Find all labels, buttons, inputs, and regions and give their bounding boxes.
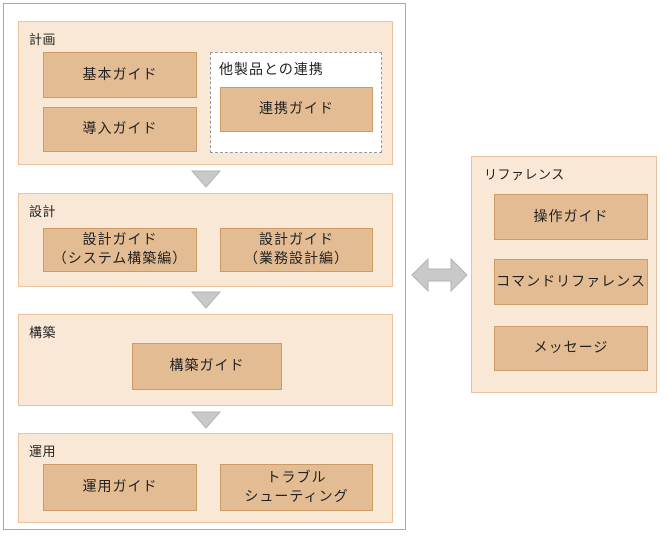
doc-box-operation-guide: 運用ガイド [43,464,197,511]
doc-box-design-guide-system: 設計ガイド （システム構築編） [43,228,197,272]
section-planning-label: 計画 [29,33,57,48]
doc-box-command-reference: コマンドリファレンス [494,259,648,305]
doc-box-design-guide-business: 設計ガイド （業務設計編） [220,228,373,272]
subgroup-label: 他製品との連携 [219,62,324,78]
doc-box-messages: メッセージ [494,326,648,371]
left-right-arrow-icon [411,258,468,292]
doc-box-gui-guide: 操作ガイド [494,194,648,240]
doc-box-basic-guide: 基本ガイド [43,52,197,98]
down-arrow-icon [191,411,221,429]
doc-box-install-guide: 導入ガイド [43,107,197,152]
section-operation-label: 運用 [29,445,57,460]
section-reference-label: リファレンス [484,168,565,183]
doc-box-build-guide: 構築ガイド [132,343,282,390]
section-reference: リファレンス 操作ガイド コマンドリファレンス メッセージ [471,156,657,393]
doc-box-integration-guide: 連携ガイド [220,87,373,132]
down-arrow-icon [191,170,221,188]
doc-box-troubleshooting: トラブル シューティング [220,464,373,511]
section-build-label: 構築 [29,326,57,341]
down-arrow-icon [191,291,221,309]
subgroup-other-products: 他製品との連携 連携ガイド [210,52,382,153]
section-design-label: 設計 [29,205,57,220]
